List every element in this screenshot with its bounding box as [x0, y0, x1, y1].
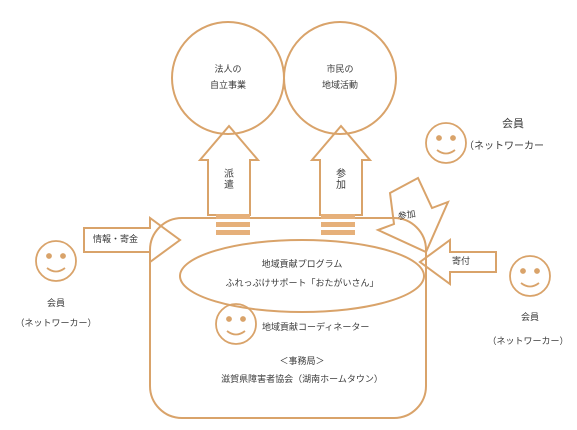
office-box	[149, 217, 427, 419]
member-left-role: （ネットワーカー）	[15, 319, 97, 329]
accent-bar-right-2	[321, 222, 355, 227]
member-right-title: 会員	[520, 313, 540, 323]
accent-bar-left-1	[216, 214, 250, 219]
accent-bar-left-3	[216, 230, 250, 235]
smiley-face-icon	[35, 240, 77, 282]
member-right-role: （ネットワーカー）	[487, 337, 569, 347]
office-heading: ＜事務局＞	[279, 357, 325, 367]
up-arrow-participate	[309, 124, 373, 216]
smiley-face-icon	[509, 255, 551, 297]
arrow-label-donation: 寄付	[452, 257, 471, 267]
goal-citizen-line1: 市民の	[326, 65, 354, 75]
goal-circle-corporate	[171, 21, 285, 135]
office-name: 滋賀県障害者協会（湖南ホームタウン）	[221, 375, 383, 385]
arrow-label-dispatch: 派遣	[224, 169, 234, 191]
program-ellipse	[179, 239, 425, 313]
in-arrow-top-right	[375, 176, 450, 254]
goal-circle-citizen	[283, 21, 397, 135]
accent-bar-left-2	[216, 222, 250, 227]
goal-corporate-line1: 法人の	[214, 65, 242, 75]
program-subtitle: ふれっぷけサポート「おたがいさん」	[225, 279, 379, 289]
in-arrow-left	[83, 216, 182, 264]
goal-citizen-line2: 地域活動	[321, 81, 359, 91]
in-arrow-right	[418, 238, 497, 286]
member-top-right-title: 会員	[502, 117, 524, 130]
program-title: 地域貢献プログラム	[261, 260, 343, 270]
accent-bar-right-1	[321, 214, 355, 219]
member-left-title: 会員	[46, 299, 66, 309]
up-arrow-dispatch	[197, 124, 261, 216]
arrow-label-info-donation: 情報・寄金	[93, 235, 139, 245]
smiley-face-icon	[215, 303, 257, 345]
smiley-face-icon	[425, 122, 467, 164]
coordinator-label: 地域貢献コーディネーター	[262, 323, 370, 333]
arrow-label-participate: 参加	[336, 169, 346, 191]
accent-bar-right-3	[321, 230, 355, 235]
goal-corporate-line2: 自立事業	[209, 81, 247, 91]
member-top-right-role: （ネットワーカー	[464, 141, 544, 152]
